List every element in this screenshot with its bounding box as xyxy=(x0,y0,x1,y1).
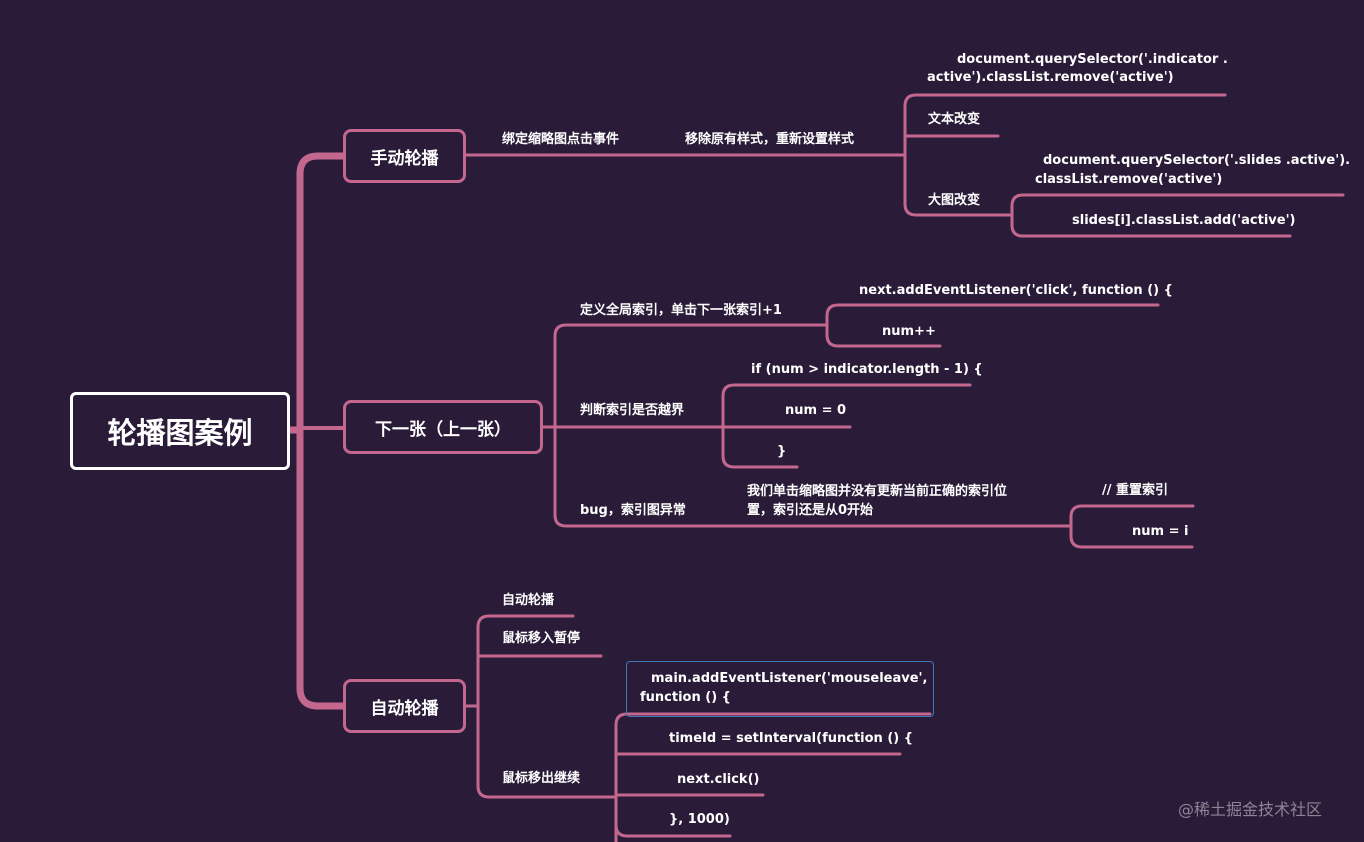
code-mouseleave-line1: main.addEventListener('mouseleave', xyxy=(651,671,928,686)
bind-thumbnail-click: 绑定缩略图点击事件 xyxy=(502,132,620,147)
auto-play: 自动轮播 xyxy=(502,593,555,608)
code-next-click: next.click() xyxy=(677,772,760,787)
hover-pause: 鼠标移入暂停 xyxy=(502,631,581,646)
reset-style: 移除原有样式，重新设置样式 xyxy=(685,132,855,147)
mouse-leave-resume: 鼠标移出继续 xyxy=(502,771,581,786)
watermark: @稀土掘金技术社区 xyxy=(1178,800,1323,819)
code-slides-add: slides[i].classList.add('active') xyxy=(1072,213,1296,228)
branch-manual-node[interactable]: 手动轮播 xyxy=(343,129,466,183)
branch-auto-node[interactable]: 自动轮播 xyxy=(343,679,466,733)
bug-description-line2: 置，索引还是从0开始 xyxy=(747,503,874,518)
code-indicator-remove-line2: active').classList.remove('active') xyxy=(927,70,1174,85)
image-change: 大图改变 xyxy=(928,193,981,208)
code-interval-end: }, 1000) xyxy=(669,812,730,827)
branch-next-node[interactable]: 下一张（上一张） xyxy=(343,400,543,454)
code-num-reset: num = 0 xyxy=(785,403,847,418)
code-num-assign: num = i xyxy=(1132,524,1189,539)
code-close-brace: } xyxy=(777,444,787,459)
code-set-interval: timeId = setInterval(function () { xyxy=(669,731,913,746)
code-mouseleave-line2: function () { xyxy=(640,690,731,705)
check-index-bounds: 判断索引是否越界 xyxy=(580,403,685,418)
code-reset-comment: // 重置索引 xyxy=(1102,483,1169,498)
selected-node-highlight[interactable] xyxy=(626,661,934,717)
text-change: 文本改变 xyxy=(928,112,981,127)
root-node[interactable]: 轮播图案例 xyxy=(70,392,290,470)
code-num-increment: num++ xyxy=(882,324,936,339)
code-indicator-remove-line1: document.querySelector('.indicator . xyxy=(957,52,1228,67)
code-slides-remove-line2: classList.remove('active') xyxy=(1035,172,1223,187)
bug-index-abnormal: bug，索引图异常 xyxy=(580,503,686,518)
code-slides-remove-line1: document.querySelector('.slides .active'… xyxy=(1043,153,1351,168)
code-next-listener: next.addEventListener('click', function … xyxy=(859,283,1173,298)
define-global-index: 定义全局索引，单击下一张索引+1 xyxy=(580,303,782,318)
code-if-condition: if (num > indicator.length - 1) { xyxy=(751,362,983,377)
bug-description-line1: 我们单击缩略图并没有更新当前正确的索引位 xyxy=(747,484,1008,499)
